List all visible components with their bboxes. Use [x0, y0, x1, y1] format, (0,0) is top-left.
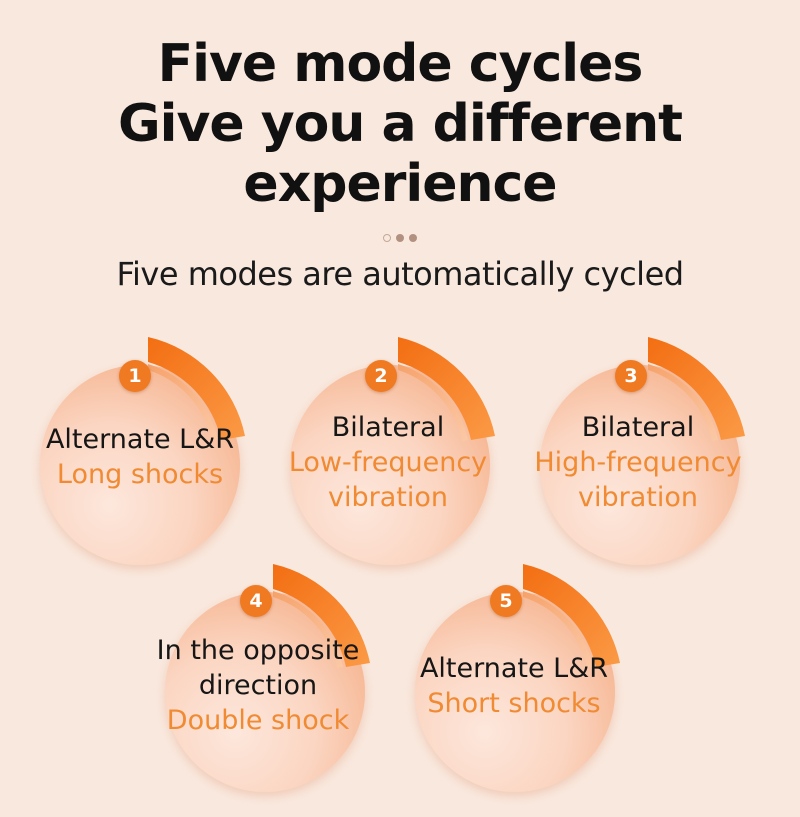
mode-text: Alternate L&R Long shocks [10, 422, 270, 492]
mode-card-3: 3 Bilateral High-frequency vibration [505, 330, 765, 590]
mode-text: Bilateral Low-frequency vibration [258, 410, 518, 515]
mode-title: Alternate L&R [419, 653, 609, 684]
mode-number-badge: 1 [119, 360, 151, 392]
mode-subtitle: Low-frequency [288, 447, 488, 478]
mode-card-2: 2 Bilateral Low-frequency vibration [255, 330, 515, 590]
mode-subtitle: Short shocks [427, 688, 601, 719]
headline: Five mode cycles Give you a different ex… [0, 34, 800, 214]
mode-card-5: 5 Alternate L&R Short shocks [380, 557, 640, 817]
dot-icon [409, 234, 417, 242]
mode-card-4: 4 In the opposite direction Double shock [130, 557, 390, 817]
mode-subtitle: Double shock [166, 705, 350, 736]
mode-text: Bilateral High-frequency vibration [508, 410, 768, 515]
dot-icon [383, 234, 391, 242]
mode-title: Bilateral [331, 412, 445, 443]
mode-subtitle-2: vibration [578, 482, 698, 513]
mode-card-1: 1 Alternate L&R Long shocks [5, 330, 265, 590]
divider-dots [0, 234, 800, 242]
mode-subtitle: Long shocks [56, 459, 224, 490]
mode-circle-graphic [415, 564, 620, 792]
subtitle: Five modes are automatically cycled [116, 255, 684, 293]
mode-title: Alternate L&R [45, 424, 235, 455]
mode-title: Bilateral [581, 412, 695, 443]
mode-title-2: direction [198, 670, 318, 701]
mode-text: In the opposite direction Double shock [128, 633, 388, 738]
headline-line-3: experience [243, 154, 557, 214]
headline-line-2: Give you a different [117, 94, 683, 154]
mode-subtitle: High-frequency [534, 447, 742, 478]
dot-icon [396, 234, 404, 242]
mode-subtitle-2: vibration [328, 482, 448, 513]
mode-number-badge: 5 [490, 585, 522, 617]
mode-circle-graphic [290, 337, 495, 565]
mode-circle-graphic [540, 337, 745, 565]
mode-number-badge: 3 [615, 360, 647, 392]
mode-title: In the opposite [156, 635, 360, 666]
mode-number-badge: 2 [365, 360, 397, 392]
mode-text: Alternate L&R Short shocks [384, 651, 644, 721]
headline-line-1: Five mode cycles [157, 34, 644, 94]
mode-circle-graphic [165, 564, 370, 792]
mode-circle-graphic [40, 337, 245, 565]
mode-number-badge: 4 [240, 585, 272, 617]
